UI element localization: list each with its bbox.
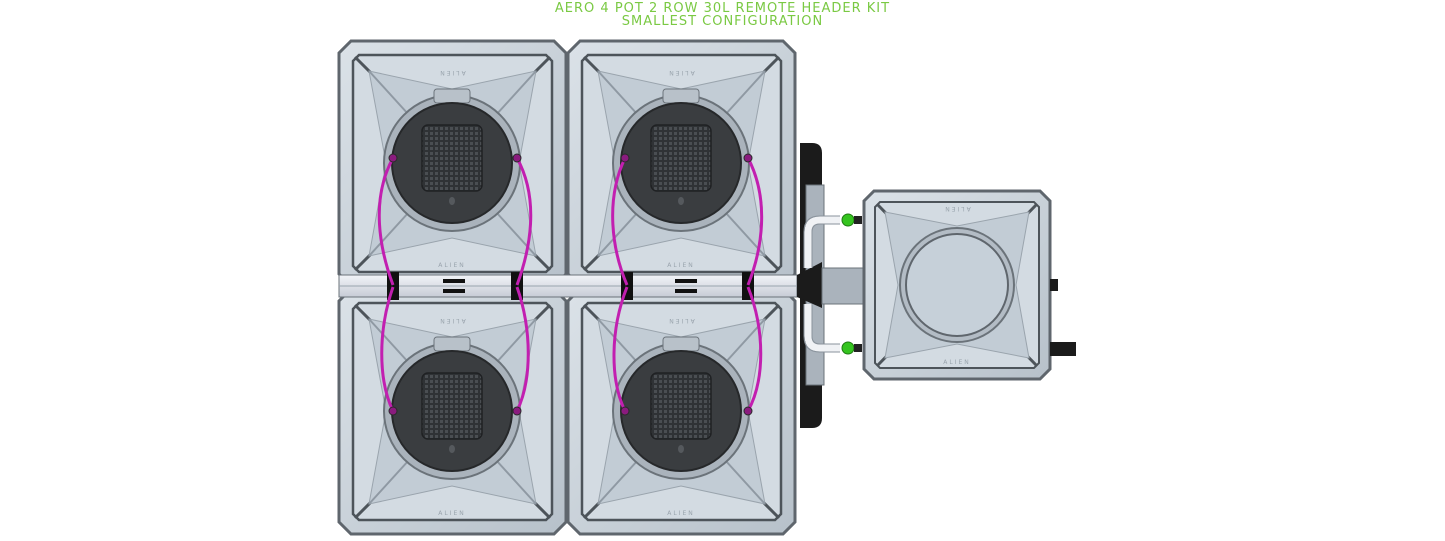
green-connectors <box>841 213 862 355</box>
feed-tubing <box>377 157 764 412</box>
tubing-ports <box>388 153 753 416</box>
header-outlet <box>821 267 865 305</box>
diagram-title-line-1: AERO 4 POT 2 ROW 30L REMOTE HEADER KIT <box>554 1 891 16</box>
reservoir-drain <box>1050 342 1076 356</box>
reservoir: ALIEN ALIEN <box>862 189 1052 381</box>
reservoir-label-bottom: ALIEN <box>943 359 971 366</box>
reservoir-port <box>1050 279 1058 291</box>
pot-bottom-right <box>566 287 797 536</box>
pot-bottom-left <box>337 287 568 536</box>
pot-top-left <box>337 39 568 288</box>
pot-top-right <box>566 39 797 288</box>
header-end-cap <box>797 262 822 308</box>
return-tubes <box>804 216 840 352</box>
diagram-title-line-2: SMALLEST CONFIGURATION <box>621 14 824 29</box>
reservoir-label-top: ALIEN <box>943 205 971 212</box>
header-pipe <box>338 274 798 298</box>
